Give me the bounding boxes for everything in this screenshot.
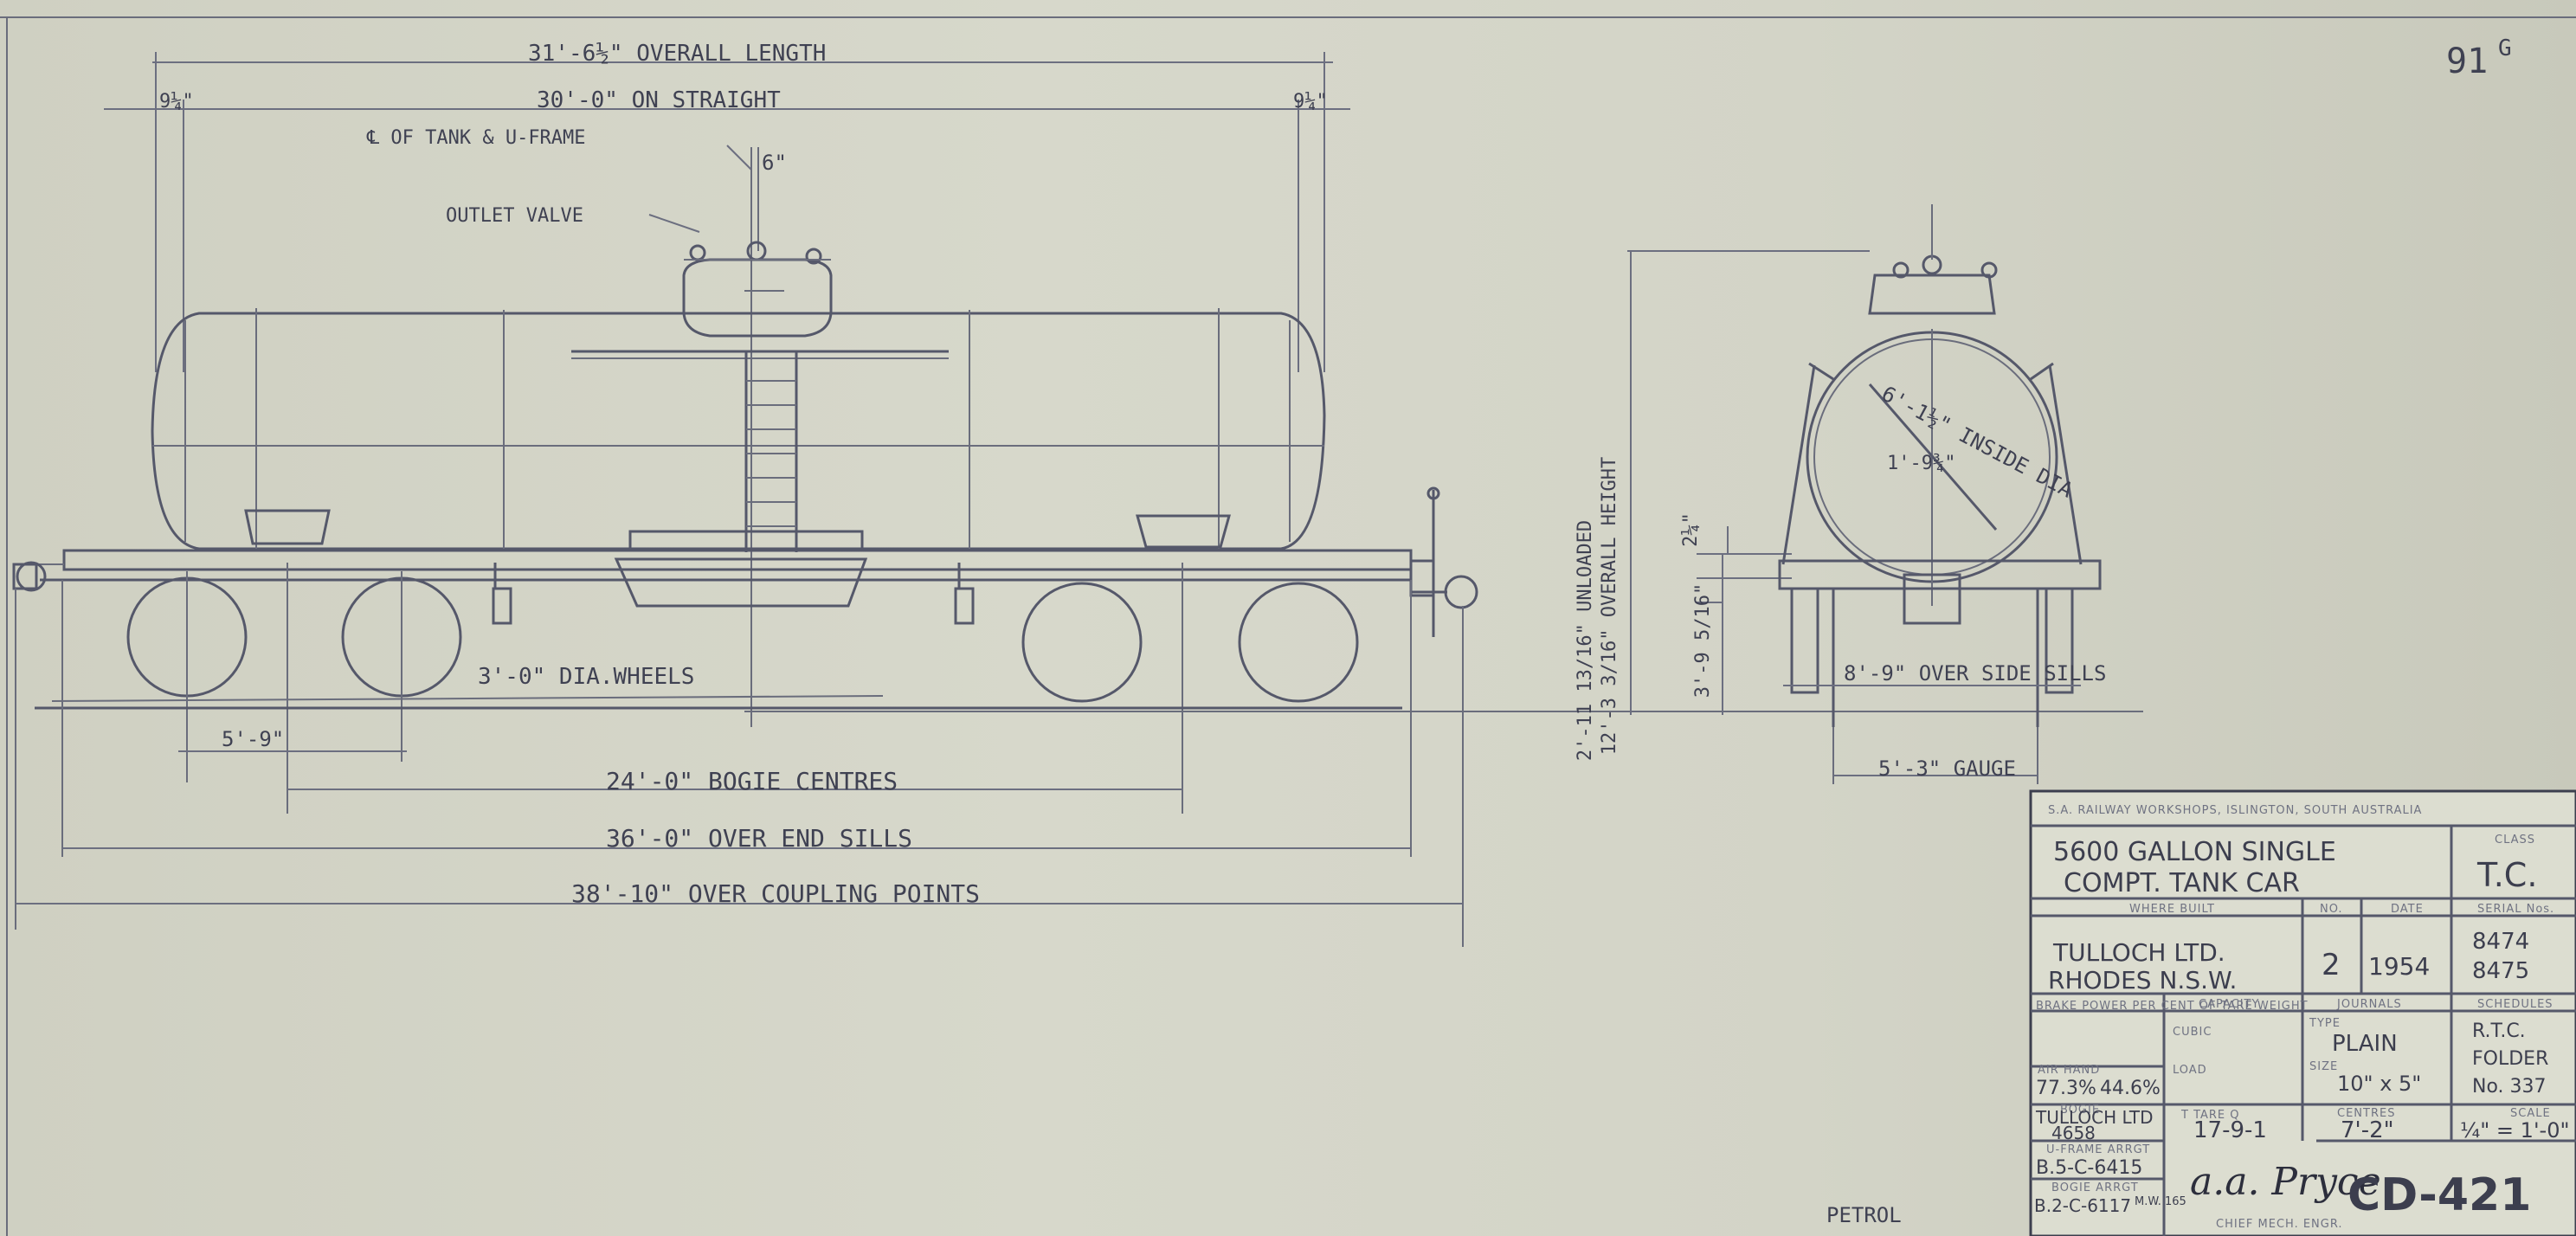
schedule-1: R.T.C. bbox=[2472, 1020, 2526, 1042]
class-value: T.C. bbox=[2476, 856, 2537, 894]
journals-label: JOURNALS bbox=[2336, 998, 2402, 1011]
side-view: 31'-6½" OVERALL LENGTH 30'-0" ON STRAIGH… bbox=[12, 41, 2143, 947]
on-straight-label: 30'-0" ON STRAIGHT bbox=[537, 87, 781, 113]
inside-dia-label: 6'-1½" INSIDE DIA bbox=[1877, 382, 2077, 503]
product-label: PETROL bbox=[1826, 1203, 1902, 1227]
radius-label: 1'-9¾" bbox=[1887, 453, 1955, 474]
cubic-label: CUBIC bbox=[2173, 1026, 2212, 1039]
six-inch-label: 6" bbox=[762, 151, 787, 175]
class-label: CLASS bbox=[2495, 834, 2535, 847]
gauge-label: 5'-3" GAUGE bbox=[1878, 756, 2016, 781]
tare-label: T TARE Q bbox=[2180, 1109, 2240, 1122]
bogie-centres-label: 24'-0" BOGIE CENTRES bbox=[606, 767, 898, 795]
sill-height-label: 3'-9 5/16" bbox=[1692, 583, 1714, 698]
centres-value: 7'-2" bbox=[2341, 1117, 2394, 1143]
schedules-label: SCHEDULES bbox=[2477, 998, 2553, 1011]
end-offset-left: 9¼" bbox=[159, 91, 194, 113]
title-line-2: COMPT. TANK CAR bbox=[2064, 868, 2300, 898]
uframe-label: U-FRAME ARRGT bbox=[2046, 1143, 2150, 1156]
title-block: S.A. RAILWAY WORKSHOPS, ISLINGTON, SOUTH… bbox=[2029, 789, 2576, 1236]
bogie-maker: TULLOCH LTD bbox=[2035, 1107, 2154, 1128]
journal-size: 10" x 5" bbox=[2337, 1072, 2421, 1096]
tare-value: 17-9-1 bbox=[2193, 1117, 2267, 1143]
size-label: SIZE bbox=[2309, 1060, 2338, 1073]
air-hand-label: AIR HAND bbox=[2038, 1064, 2100, 1077]
centre-line-label: ℄ OF TANK & U-FRAME bbox=[366, 127, 586, 149]
bogie-arrgt-value: B.2-C-6117 bbox=[2034, 1195, 2131, 1216]
air-value: 77.3% bbox=[2036, 1078, 2096, 1099]
type-label: TYPE bbox=[2309, 1017, 2341, 1030]
title-line-1: 5600 GALLON SINGLE bbox=[2053, 837, 2336, 867]
bogie-label: BOGIE bbox=[2060, 1104, 2100, 1117]
hand-value: 44.6% bbox=[2100, 1078, 2161, 1099]
outlet-valve-label: OUTLET VALVE bbox=[446, 205, 583, 227]
works-label: S.A. RAILWAY WORKSHOPS, ISLINGTON, SOUTH… bbox=[2048, 804, 2422, 817]
height-step-label: 2¼" bbox=[1680, 512, 1702, 547]
uframe-value: B.5-C-6415 bbox=[2036, 1157, 2142, 1179]
journal-type: PLAIN bbox=[2332, 1031, 2398, 1057]
end-offset-right: 9¼" bbox=[1293, 91, 1328, 113]
scale-label: SCALE bbox=[2510, 1107, 2551, 1120]
builder-line-2: RHODES N.S.W. bbox=[2048, 966, 2237, 995]
schedule-2: FOLDER bbox=[2472, 1048, 2548, 1070]
wheelbase-label: 5'-9" bbox=[222, 727, 284, 751]
date-label: DATE bbox=[2391, 903, 2424, 916]
overall-height-label: 12'-3 3/16" OVERALL HEIGHT bbox=[1599, 457, 1620, 755]
bogie-no: 4658 bbox=[2051, 1123, 2096, 1143]
load-label: LOAD bbox=[2173, 1064, 2207, 1077]
signature: a.a. Pryce bbox=[2190, 1160, 2381, 1204]
end-view: 6'-1½" INSIDE DIA 1'-9¾" 8'-9" OVER SIDE… bbox=[1778, 204, 2106, 784]
bogie-arrgt-label: BOGIE ARRGT bbox=[2051, 1181, 2139, 1194]
coupling-points-label: 38'-10" OVER COUPLING POINTS bbox=[571, 879, 980, 908]
end-sills-label: 36'-0" OVER END SILLS bbox=[606, 824, 912, 853]
side-wheel-3 bbox=[1021, 582, 1143, 703]
drawing-number: CD-421 bbox=[2347, 1169, 2531, 1221]
serial-label: SERIAL Nos. bbox=[2477, 903, 2554, 916]
where-built-label: WHERE BUILT bbox=[2129, 903, 2215, 916]
overall-length-label: 31'-6½" OVERALL LENGTH bbox=[528, 41, 826, 67]
capacity-label: CAPACITY bbox=[2199, 998, 2259, 1011]
number-label: NO. bbox=[2320, 903, 2343, 916]
build-date: 1954 bbox=[2368, 952, 2430, 981]
over-side-sills-label: 8'-9" OVER SIDE SILLS bbox=[1844, 661, 2106, 686]
scale-value: ¼" = 1'-0" bbox=[2460, 1118, 2570, 1143]
number-built: 2 bbox=[2322, 948, 2341, 982]
unloaded-height-label: 2'-11 13/16" UNLOADED bbox=[1575, 520, 1596, 761]
builder-line-1: TULLOCH LTD. bbox=[2052, 938, 2225, 967]
serial-1: 8474 bbox=[2472, 929, 2529, 955]
centres-label: CENTRES bbox=[2337, 1107, 2395, 1120]
side-wheel-4 bbox=[1238, 582, 1359, 703]
cme-label: CHIEF MECH. ENGR. bbox=[2216, 1218, 2343, 1231]
schedule-3: No. 337 bbox=[2472, 1076, 2547, 1098]
sheet-number: 91 bbox=[2446, 42, 2488, 81]
sheet-number-suffix: G bbox=[2498, 35, 2512, 61]
bogie-arrgt-suffix: M.W. 165 bbox=[2135, 1195, 2186, 1208]
wheels-label: 3'-0" DIA.WHEELS bbox=[478, 664, 694, 690]
brake-power-label: BRAKE POWER PER CENT OF TARE WEIGHT bbox=[2036, 1000, 2309, 1013]
serial-2: 8475 bbox=[2472, 958, 2529, 984]
height-dimensions: 12'-3 3/16" OVERALL HEIGHT 2'-11 13/16" … bbox=[1575, 250, 1870, 761]
